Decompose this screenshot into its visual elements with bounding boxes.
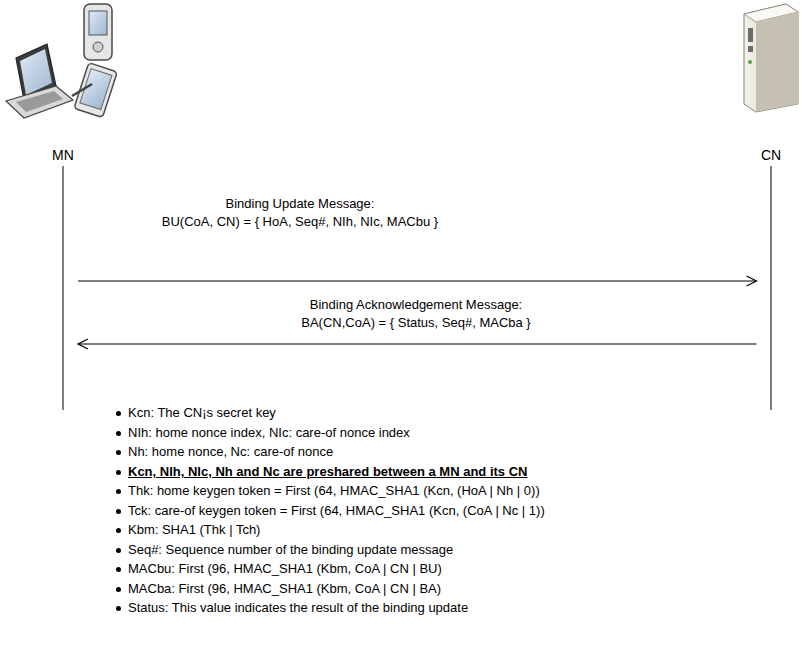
wrap-spacer	[181, 296, 291, 314]
bullet-dot	[116, 431, 121, 436]
definition-note: Kbm: SHA1 (Thk | Tch)	[128, 522, 260, 538]
wrap-spacer	[385, 195, 535, 213]
definition-note: Nh: home nonce, Nc: care-of nonce	[128, 444, 333, 460]
message-label-text: Binding Update Message: BU(CoA, CN) = { …	[162, 196, 438, 229]
message-arrow	[78, 280, 757, 281]
message-arrow	[78, 343, 757, 344]
definition-note: Kcn: The CN¡s secret key	[128, 405, 276, 421]
definition-note: MACba: First (96, HMAC_SHA1 (Kbm, CoA | …	[128, 581, 441, 597]
definition-note: NIh: home nonce index, NIc: care-of nonc…	[128, 425, 410, 441]
laptop-keyboard	[16, 91, 63, 112]
server-body	[744, 4, 798, 112]
definition-note: Tck: care-of keygen token = First (64, H…	[128, 503, 545, 519]
bullet-dot	[116, 411, 121, 416]
bullet-dot	[116, 548, 121, 553]
definition-note: Seq#: Sequence number of the binding upd…	[128, 542, 453, 558]
entity-label: CN	[757, 146, 786, 164]
bullet-dot	[116, 470, 121, 475]
definition-note: MACbu: First (96, HMAC_SHA1 (Kbm, CoA | …	[128, 561, 442, 577]
server-side	[756, 12, 798, 112]
bullet-dot	[116, 567, 121, 572]
bullet-dot	[116, 587, 121, 592]
definition-note: Status: This value indicates the result …	[128, 600, 468, 616]
server-icon	[744, 4, 798, 112]
lifeline	[771, 166, 772, 410]
entity-node: CN	[757, 146, 786, 410]
bullet-dot	[116, 606, 121, 611]
definition-note: Thk: home keygen token = First (64, HMAC…	[128, 483, 540, 499]
pda-button	[93, 42, 103, 52]
pda-body	[84, 4, 112, 60]
bullet-dot	[116, 528, 121, 533]
server-led	[748, 60, 752, 64]
message-label: Binding Acknowledgement Message: BA(CN,C…	[181, 296, 651, 332]
message-label-text: Binding Acknowledgement Message: BA(CN,C…	[301, 297, 530, 330]
wrap-spacer	[65, 195, 215, 213]
message-label: Binding Update Message: BU(CoA, CN) = { …	[65, 195, 535, 231]
entity-node: MN	[48, 146, 78, 410]
bullet-dot	[116, 489, 121, 494]
bullet-dot	[116, 509, 121, 514]
server-slot	[748, 46, 753, 52]
wrap-spacer	[541, 296, 651, 314]
pda-icon	[84, 4, 112, 60]
laptop-icon	[6, 44, 73, 118]
stylus	[72, 84, 92, 96]
entity-label: MN	[48, 146, 78, 164]
bullet-dot	[116, 450, 121, 455]
definition-note: Kcn, NIh, NIc, Nh and Nc are preshared b…	[128, 464, 527, 480]
server-slot	[748, 28, 753, 42]
pda-screen	[89, 11, 107, 35]
laptop-base	[6, 86, 73, 118]
lifeline	[63, 166, 64, 410]
